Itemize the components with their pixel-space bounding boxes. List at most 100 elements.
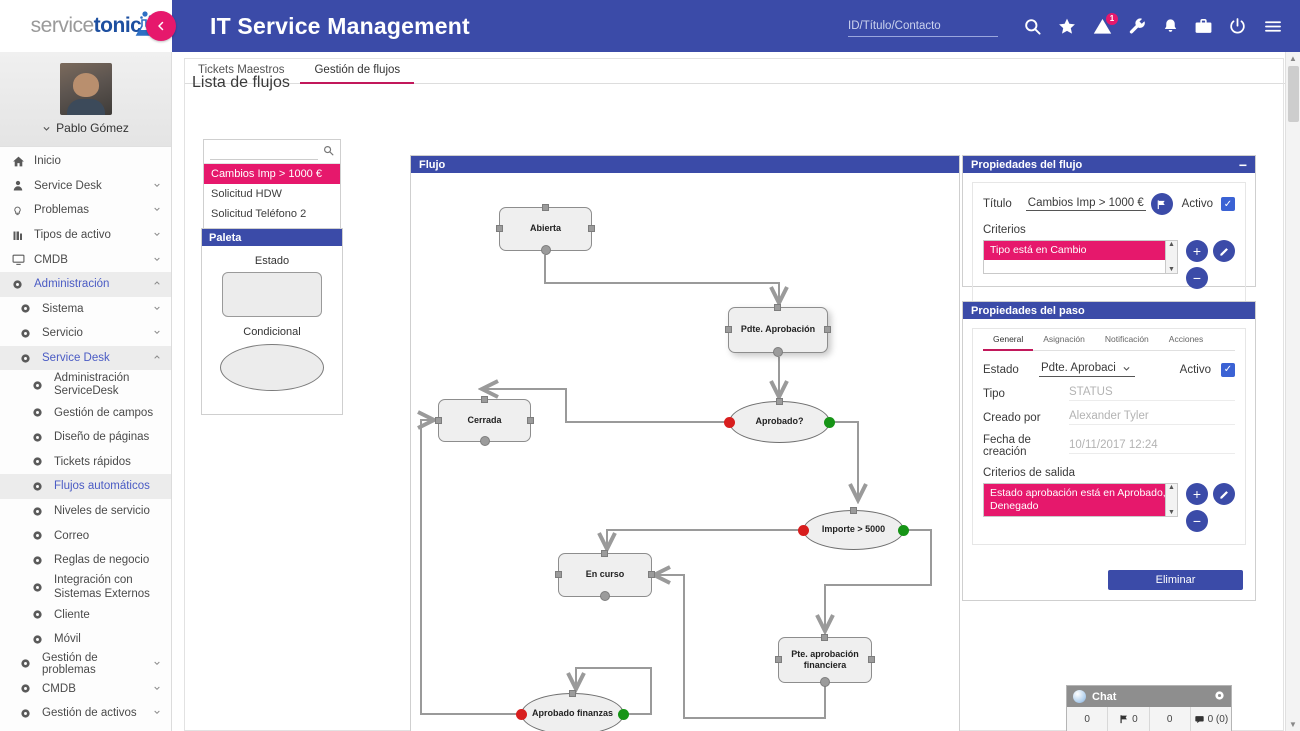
scrollbar[interactable]: ▲▼ bbox=[1165, 484, 1177, 516]
user-profile-block[interactable]: Pablo Gómez bbox=[0, 52, 171, 147]
sidebar-item-dise-o-de-p-ginas[interactable]: Diseño de páginas bbox=[0, 425, 171, 450]
node-handle-left[interactable] bbox=[775, 656, 782, 663]
step-tab-notificaci-n[interactable]: Notificación bbox=[1104, 334, 1149, 344]
flow-criterios-list[interactable]: Tipo está en Cambio ▲▼ bbox=[983, 240, 1178, 274]
flow-search-row[interactable] bbox=[204, 140, 340, 164]
sidebar-item-reglas-de-negocio[interactable]: Reglas de negocio bbox=[0, 548, 171, 573]
sidebar-collapse-button[interactable] bbox=[146, 11, 176, 41]
sidebar-item-service-desk[interactable]: Service Desk bbox=[0, 174, 171, 199]
briefcase-icon[interactable] bbox=[1194, 17, 1213, 36]
flow-node-importe-5000[interactable]: Importe > 5000 bbox=[798, 507, 909, 550]
node-port-false[interactable] bbox=[798, 524, 809, 536]
node-handle-top[interactable] bbox=[568, 690, 576, 697]
node-handle-left[interactable] bbox=[496, 225, 503, 232]
search-input[interactable] bbox=[848, 19, 998, 32]
sidebar-item-niveles-de-servicio[interactable]: Niveles de servicio bbox=[0, 499, 171, 524]
node-handle-right[interactable] bbox=[868, 656, 875, 663]
list-item[interactable]: Solicitud Teléfono 2 bbox=[211, 208, 307, 220]
node-handle-bot-c[interactable] bbox=[820, 677, 830, 687]
delete-button[interactable]: Eliminar bbox=[1108, 570, 1243, 590]
node-handle-top[interactable] bbox=[775, 398, 783, 405]
step-tab-general[interactable]: General bbox=[983, 330, 1034, 351]
flow-node-abierta[interactable]: Abierta bbox=[496, 204, 595, 255]
remove-exit-criterion-button[interactable]: − bbox=[1186, 510, 1208, 532]
node-handle-right[interactable] bbox=[527, 416, 534, 424]
flow-node-aprobado[interactable]: Aprobado? bbox=[724, 398, 835, 443]
sidebar-item-correo[interactable]: Correo bbox=[0, 523, 171, 548]
chevron-up-icon[interactable] bbox=[153, 279, 171, 289]
node-handle-bot-c[interactable] bbox=[479, 436, 490, 446]
gear-icon[interactable] bbox=[1214, 690, 1225, 704]
scroll-down-icon[interactable]: ▼ bbox=[1289, 720, 1297, 729]
sidebar-item-sistema[interactable]: Sistema bbox=[0, 297, 171, 322]
palette-estado-shape[interactable] bbox=[222, 272, 322, 317]
chevron-down-icon[interactable] bbox=[153, 328, 171, 338]
flow-node-pdte-aprobacion[interactable]: Pdte. Aprobación bbox=[725, 304, 831, 357]
node-handle-top[interactable] bbox=[849, 507, 857, 514]
chat-counter-2[interactable]: 0 bbox=[1149, 707, 1191, 731]
node-handle-top[interactable] bbox=[821, 634, 828, 641]
power-icon[interactable] bbox=[1228, 17, 1247, 36]
node-handle-right[interactable] bbox=[588, 225, 595, 232]
bell-icon[interactable] bbox=[1162, 17, 1179, 36]
sidebar-item-integraci-n-con-sistemas-externos[interactable]: Integración con Sistemas Externos bbox=[0, 573, 171, 603]
node-handle-left[interactable] bbox=[555, 571, 562, 578]
page-scrollbar[interactable]: ▲ ▼ bbox=[1285, 52, 1300, 731]
step-tab-asignaci-n[interactable]: Asignación bbox=[1043, 334, 1085, 344]
sidebar-item-flujos-autom-ticos[interactable]: Flujos automáticos bbox=[0, 474, 171, 499]
user-name-row[interactable]: Pablo Gómez bbox=[42, 121, 129, 135]
chevron-down-icon[interactable] bbox=[153, 205, 171, 215]
sidebar-item-cmdb[interactable]: CMDB bbox=[0, 676, 171, 701]
list-item[interactable]: Solicitud HDW bbox=[211, 188, 282, 200]
node-port-false[interactable] bbox=[724, 416, 735, 428]
sidebar-item-servicio[interactable]: Servicio bbox=[0, 321, 171, 346]
flow-node-cerrada[interactable]: Cerrada bbox=[435, 396, 534, 446]
sidebar-item-cmdb[interactable]: CMDB bbox=[0, 247, 171, 272]
list-item[interactable]: Cambios Imp > 1000 € bbox=[204, 164, 340, 184]
sidebar-item-gesti-n-de-campos[interactable]: Gestión de campos bbox=[0, 400, 171, 425]
node-port-false[interactable] bbox=[516, 708, 527, 720]
search-icon[interactable] bbox=[323, 145, 334, 156]
chat-counter-0[interactable]: 0 bbox=[1067, 707, 1109, 731]
node-port-true[interactable] bbox=[898, 524, 909, 536]
chevron-up-icon[interactable] bbox=[153, 353, 171, 363]
chevron-down-icon[interactable] bbox=[153, 255, 171, 265]
flow-search-input[interactable] bbox=[210, 147, 318, 160]
sidebar-item-gesti-n-de-activos[interactable]: Gestión de activos bbox=[0, 701, 171, 726]
sidebar-item-problemas[interactable]: Problemas bbox=[0, 198, 171, 223]
chat-counter-3[interactable]: 0 (0) bbox=[1190, 707, 1231, 731]
scroll-up-icon[interactable]: ▲ bbox=[1289, 54, 1297, 63]
hamburger-menu-icon[interactable] bbox=[1262, 18, 1284, 35]
node-port-true[interactable] bbox=[824, 416, 835, 428]
sidebar-item-cliente[interactable]: Cliente bbox=[0, 603, 171, 628]
chat-counter-1[interactable]: 0 bbox=[1108, 707, 1150, 731]
search-icon[interactable] bbox=[1023, 17, 1042, 36]
scrollbar[interactable]: ▲▼ bbox=[1165, 241, 1177, 273]
sidebar-item-tipos-de-activo[interactable]: Tipos de activo bbox=[0, 223, 171, 248]
sidebar-item-administraci-n[interactable]: Administración bbox=[0, 271, 171, 297]
list-item[interactable]: Estado aprobación está en Aprobado, Dene… bbox=[984, 484, 1177, 516]
chevron-down-icon[interactable] bbox=[153, 304, 171, 314]
remove-criterion-button[interactable]: − bbox=[1186, 267, 1208, 289]
sidebar-item-gesti-n-de-problemas[interactable]: Gestión de problemas bbox=[0, 652, 171, 677]
node-handle-top[interactable] bbox=[601, 550, 608, 557]
node-port-true[interactable] bbox=[618, 708, 629, 720]
node-handle-left[interactable] bbox=[725, 326, 732, 333]
node-handle-bot-c[interactable] bbox=[540, 245, 551, 255]
node-handle-left[interactable] bbox=[435, 416, 442, 424]
flow-node-pte-aprobacion-financiera[interactable]: Pte. aprobación financiera bbox=[775, 634, 875, 687]
step-tab-acciones[interactable]: Acciones bbox=[1168, 334, 1204, 344]
flow-activo-checkbox[interactable]: ✓ bbox=[1221, 197, 1235, 211]
app-logo[interactable]: servicetonic bbox=[0, 0, 172, 52]
chat-header[interactable]: Chat bbox=[1067, 686, 1231, 707]
step-estado-select[interactable]: Pdte. Aprobaci bbox=[1039, 362, 1135, 377]
chevron-down-icon[interactable] bbox=[153, 708, 171, 718]
sidebar-item-service-desk[interactable]: Service Desk bbox=[0, 345, 171, 371]
node-handle-right[interactable] bbox=[824, 326, 831, 333]
list-item[interactable]: Tipo está en Cambio bbox=[984, 241, 1177, 261]
node-handle-right[interactable] bbox=[648, 571, 655, 578]
sidebar-item-tickets-r-pidos[interactable]: Tickets rápidos bbox=[0, 450, 171, 475]
edit-criterion-button[interactable] bbox=[1213, 240, 1235, 262]
add-exit-criterion-button[interactable]: + bbox=[1186, 483, 1208, 505]
header-search-field[interactable] bbox=[848, 16, 998, 37]
